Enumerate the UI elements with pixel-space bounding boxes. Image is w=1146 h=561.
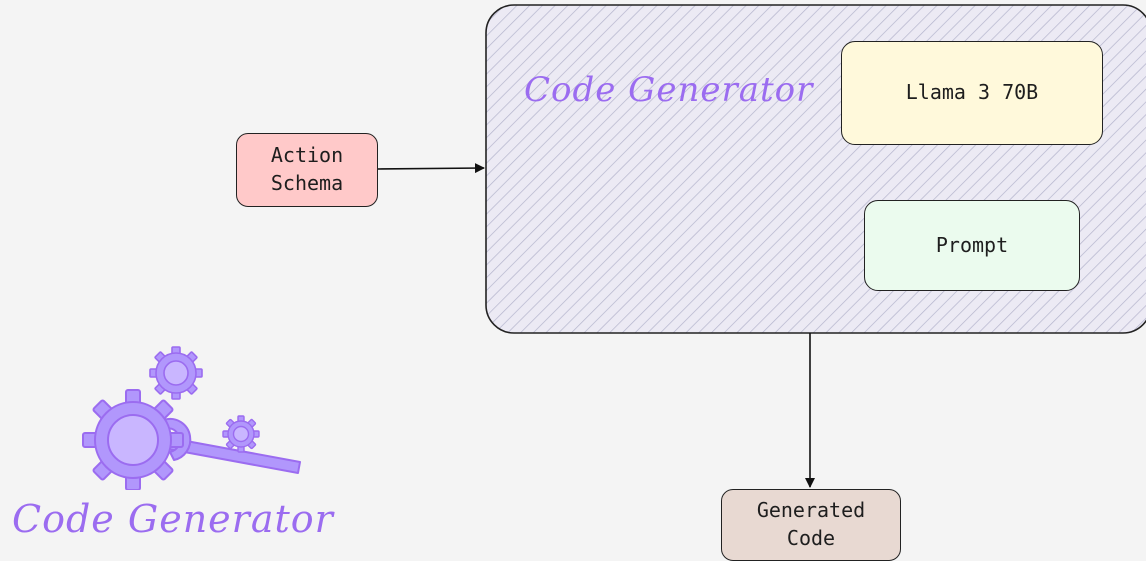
small-gear-icon (222, 415, 260, 453)
arrow-action-schema-to-code-generator (377, 163, 485, 174)
generated-code-node[interactable]: Generated Code (721, 489, 901, 561)
top-gear-icon (149, 346, 203, 400)
logo-caption: Code Generator (12, 497, 334, 541)
gears-wrench-icon (82, 346, 301, 490)
prompt-node[interactable]: Prompt (864, 200, 1080, 291)
code-generator-group-title: Code Generator (524, 70, 814, 110)
large-gear-icon (82, 389, 184, 490)
llama-3-70b-node[interactable]: Llama 3 70B (841, 41, 1103, 145)
action-schema-node[interactable]: Action Schema (236, 133, 378, 207)
